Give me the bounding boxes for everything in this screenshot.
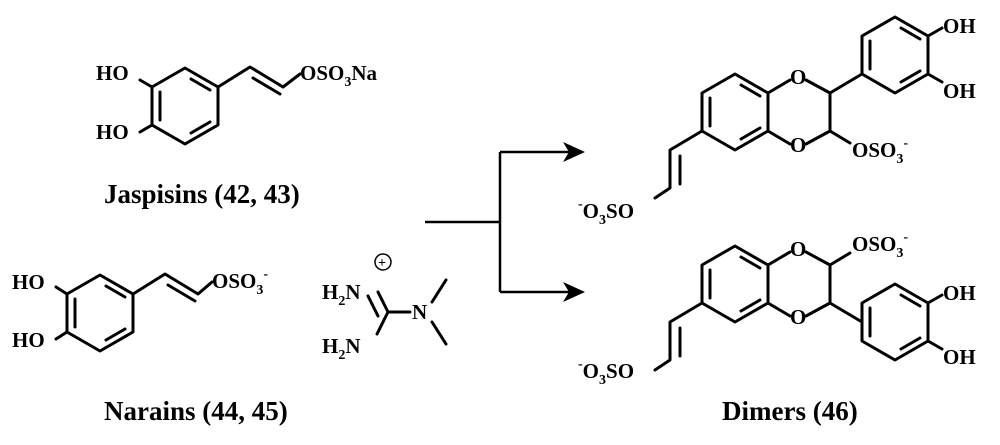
dimer-bottom-sulfate-bond <box>828 251 852 267</box>
jaspisin-ho-top: HO <box>96 61 129 85</box>
jaspisin-ring-double-bond <box>189 120 212 135</box>
jaspisin-ho-bottom: HO <box>96 120 129 144</box>
dimer-top-sulfate-label: OSO3- <box>852 136 908 167</box>
dimer-bottom-oh-bond <box>926 339 944 351</box>
dimer-top-ring-double-bond <box>739 83 762 98</box>
narain-ring-double-bond <box>104 327 127 342</box>
dimer-top-dioxane-bond <box>804 78 832 146</box>
dimer-bottom-dioxane-bond <box>766 250 792 267</box>
dimer-top-oh-bond <box>926 72 944 84</box>
dimer-top-vinyl-sulfate-label: -O3SO <box>578 197 634 228</box>
narain-ring-double-bond <box>104 284 127 299</box>
arrow-bottom-head <box>563 282 585 302</box>
dimer-top-vinyl-chain <box>653 129 704 200</box>
jaspisin-ho-bond <box>138 78 154 89</box>
narain-structure: HO HO OSO3- <box>12 267 268 353</box>
jaspisin-structure: HO HO OSO3Na <box>96 61 378 146</box>
jaspisin-ring-double-bond <box>189 77 212 92</box>
jaspisin-vinyl-chain <box>216 65 302 89</box>
dimer-bottom-oh2: OH <box>943 345 976 369</box>
narain-ho-bond <box>54 285 69 296</box>
dimer-bottom-ring-o1: O <box>790 237 806 261</box>
guanidinium-structure: H2N H2N N + <box>322 253 448 363</box>
jaspisin-sulfate-label: OSO3Na <box>300 61 378 90</box>
guanidinium-methyl-bond <box>430 320 448 346</box>
dimer-top-dioxane-bond <box>766 129 792 146</box>
dimer-bottom-sulfate-label: OSO3- <box>852 230 908 261</box>
caption-narains: Narains (44, 45) <box>104 396 288 426</box>
dimer-bottom-oh-bond <box>926 293 944 305</box>
narain-vinyl-chain <box>131 272 214 296</box>
guanidinium-double-bond <box>366 294 380 318</box>
dimer-top-catechol-double-bond <box>899 69 922 84</box>
dimer-top-benzene-ring <box>700 72 770 152</box>
jaspisin-vinyl-double-bond <box>251 76 282 96</box>
dimer-top-dioxane-bond <box>766 78 792 95</box>
dimer-top-sulfate-bond <box>828 129 852 145</box>
dimer-bottom-benzene-ring <box>700 244 770 324</box>
dimer-top-ring-double-bond <box>739 126 762 141</box>
dimer-top-catechol-ring <box>860 15 930 95</box>
dimer-bottom-catechol-double-bond <box>899 293 922 308</box>
narain-vinyl-double-bond <box>166 283 197 303</box>
dimer-bottom-dioxane-bond <box>804 250 832 318</box>
caption-jaspisins: Jaspisins (42, 43) <box>104 179 300 209</box>
dimer-top-catechol-double-bond <box>899 26 922 41</box>
guanidinium-bond <box>375 310 390 336</box>
dimer-bottom-ring-o2: O <box>790 305 806 329</box>
dimer-top-oh-bond <box>926 26 944 38</box>
narain-ho-bond <box>54 330 69 341</box>
dimer-top-ring-o2: O <box>790 133 806 157</box>
positive-charge-circle <box>374 253 392 271</box>
dimer-bottom-aryl-bond <box>828 301 864 324</box>
dimer-top-structure: O O OH OH OSO3- -O3SO <box>578 14 976 228</box>
dimer-top-ring-o1: O <box>790 65 806 89</box>
dimer-bottom-catechol-ring <box>860 282 930 362</box>
dimer-top-oh2: OH <box>943 79 976 103</box>
dimer-bottom-vinyl-chain <box>653 301 704 372</box>
dimer-bottom-catechol-double-bond <box>899 336 922 351</box>
guanidinium-h2n-top: H2N <box>322 280 361 309</box>
reaction-arrows <box>425 142 585 302</box>
caption-dimers: Dimers (46) <box>722 396 858 426</box>
narain-ho-bottom: HO <box>12 328 45 352</box>
dimer-bottom-structure: O O OSO3- OH OH -O3SO <box>578 230 976 388</box>
positive-charge-sign: + <box>378 256 386 271</box>
dimer-bottom-dioxane-bond <box>766 301 792 318</box>
guanidinium-methyl-bond <box>430 278 448 304</box>
dimer-bottom-vinyl-sulfate-label: -O3SO <box>578 357 634 388</box>
guanidinium-bond <box>376 290 390 314</box>
narain-benzene-ring <box>65 273 135 353</box>
guanidinium-n-dimethyl: N <box>412 300 427 324</box>
narain-sulfate-label: OSO3- <box>212 267 268 298</box>
jaspisin-benzene-ring <box>150 66 220 146</box>
narain-ho-top: HO <box>12 270 45 294</box>
dimer-top-aryl-bond <box>828 72 864 95</box>
dimer-bottom-ring-double-bond <box>739 298 762 313</box>
dimer-top-oh1: OH <box>943 14 976 38</box>
guanidinium-h2n-bottom: H2N <box>322 334 361 363</box>
dimer-bottom-ring-double-bond <box>739 255 762 270</box>
jaspisin-ho-bond <box>138 123 154 134</box>
arrow-top-head <box>563 142 585 162</box>
dimer-bottom-oh1: OH <box>943 281 976 305</box>
